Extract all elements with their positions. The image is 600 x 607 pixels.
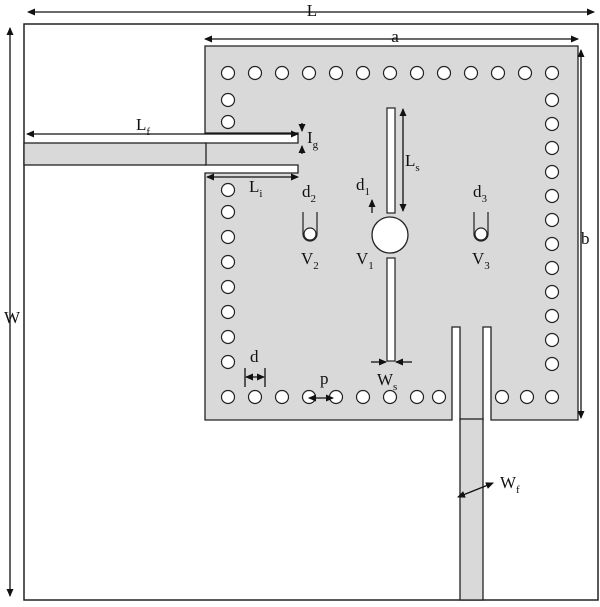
dim-d-arrow (244, 368, 266, 387)
shorting-via (463, 65, 479, 81)
shorting-via (220, 354, 236, 370)
label-V2: V2 (301, 249, 319, 272)
label-Lf: Lf (136, 115, 150, 138)
via-v1 (371, 216, 409, 254)
label-V3: V3 (472, 249, 490, 272)
upper-slot (386, 107, 396, 214)
shorting-via (328, 389, 344, 405)
shorting-via (220, 229, 236, 245)
label-b: b (581, 229, 590, 248)
shorting-via (544, 308, 560, 324)
dim-Wf-arrow (457, 482, 494, 498)
shorting-via (220, 279, 236, 295)
shorting-via (355, 389, 371, 405)
label-V1: V1 (356, 249, 374, 272)
shorting-via (220, 254, 236, 270)
shorting-via (544, 284, 560, 300)
shorting-via (274, 65, 290, 81)
label-d3: d3 (473, 182, 488, 205)
shorting-via (544, 116, 560, 132)
shorting-via (409, 389, 425, 405)
shorting-via (517, 65, 533, 81)
shorting-via (355, 65, 371, 81)
shorting-via (220, 204, 236, 220)
shorting-via (247, 389, 263, 405)
shorting-via (494, 389, 510, 405)
label-Li: Li (249, 177, 262, 200)
shorting-via (220, 65, 236, 81)
shorting-via (544, 332, 560, 348)
shorting-via (274, 389, 290, 405)
shorting-via (544, 389, 560, 405)
label-Wf: Wf (500, 473, 520, 496)
label-Ig: Ig (307, 128, 319, 151)
shorting-via (220, 182, 236, 198)
shorting-via (220, 92, 236, 108)
label-d1: d1 (356, 175, 370, 198)
label-W: W (4, 308, 21, 327)
lower-slot (386, 257, 396, 362)
shorting-via (247, 65, 263, 81)
label-d2: d2 (302, 182, 316, 205)
via-v3 (473, 212, 489, 242)
label-a: a (391, 27, 399, 46)
shorting-via (382, 389, 398, 405)
shorting-via (544, 140, 560, 156)
left-feed-line (23, 142, 207, 166)
shorting-via (220, 389, 236, 405)
via-v2 (302, 212, 318, 242)
shorting-via (544, 92, 560, 108)
shorting-via (409, 65, 425, 81)
shorting-via (544, 65, 560, 81)
shorting-via (328, 65, 344, 81)
shorting-via (544, 236, 560, 252)
shorting-via (220, 114, 236, 130)
shorting-via (544, 260, 560, 276)
shorting-via (220, 304, 236, 320)
shorting-via (544, 164, 560, 180)
shorting-via (301, 65, 317, 81)
shorting-via (301, 389, 317, 405)
shorting-via (436, 65, 452, 81)
label-Ws: Ws (377, 370, 397, 393)
label-Ls: Ls (405, 151, 420, 174)
shorting-via (490, 65, 506, 81)
label-d: d (250, 347, 259, 366)
shorting-via-row (220, 65, 560, 405)
shorting-via (544, 188, 560, 204)
shorting-via (382, 65, 398, 81)
label-p: p (320, 369, 329, 388)
bottom-feed-line (459, 418, 484, 601)
shorting-via (544, 212, 560, 228)
label-L: L (307, 1, 317, 20)
shorting-via (519, 389, 535, 405)
shorting-via (220, 329, 236, 345)
shorting-via (431, 389, 447, 405)
shorting-via (544, 356, 560, 372)
